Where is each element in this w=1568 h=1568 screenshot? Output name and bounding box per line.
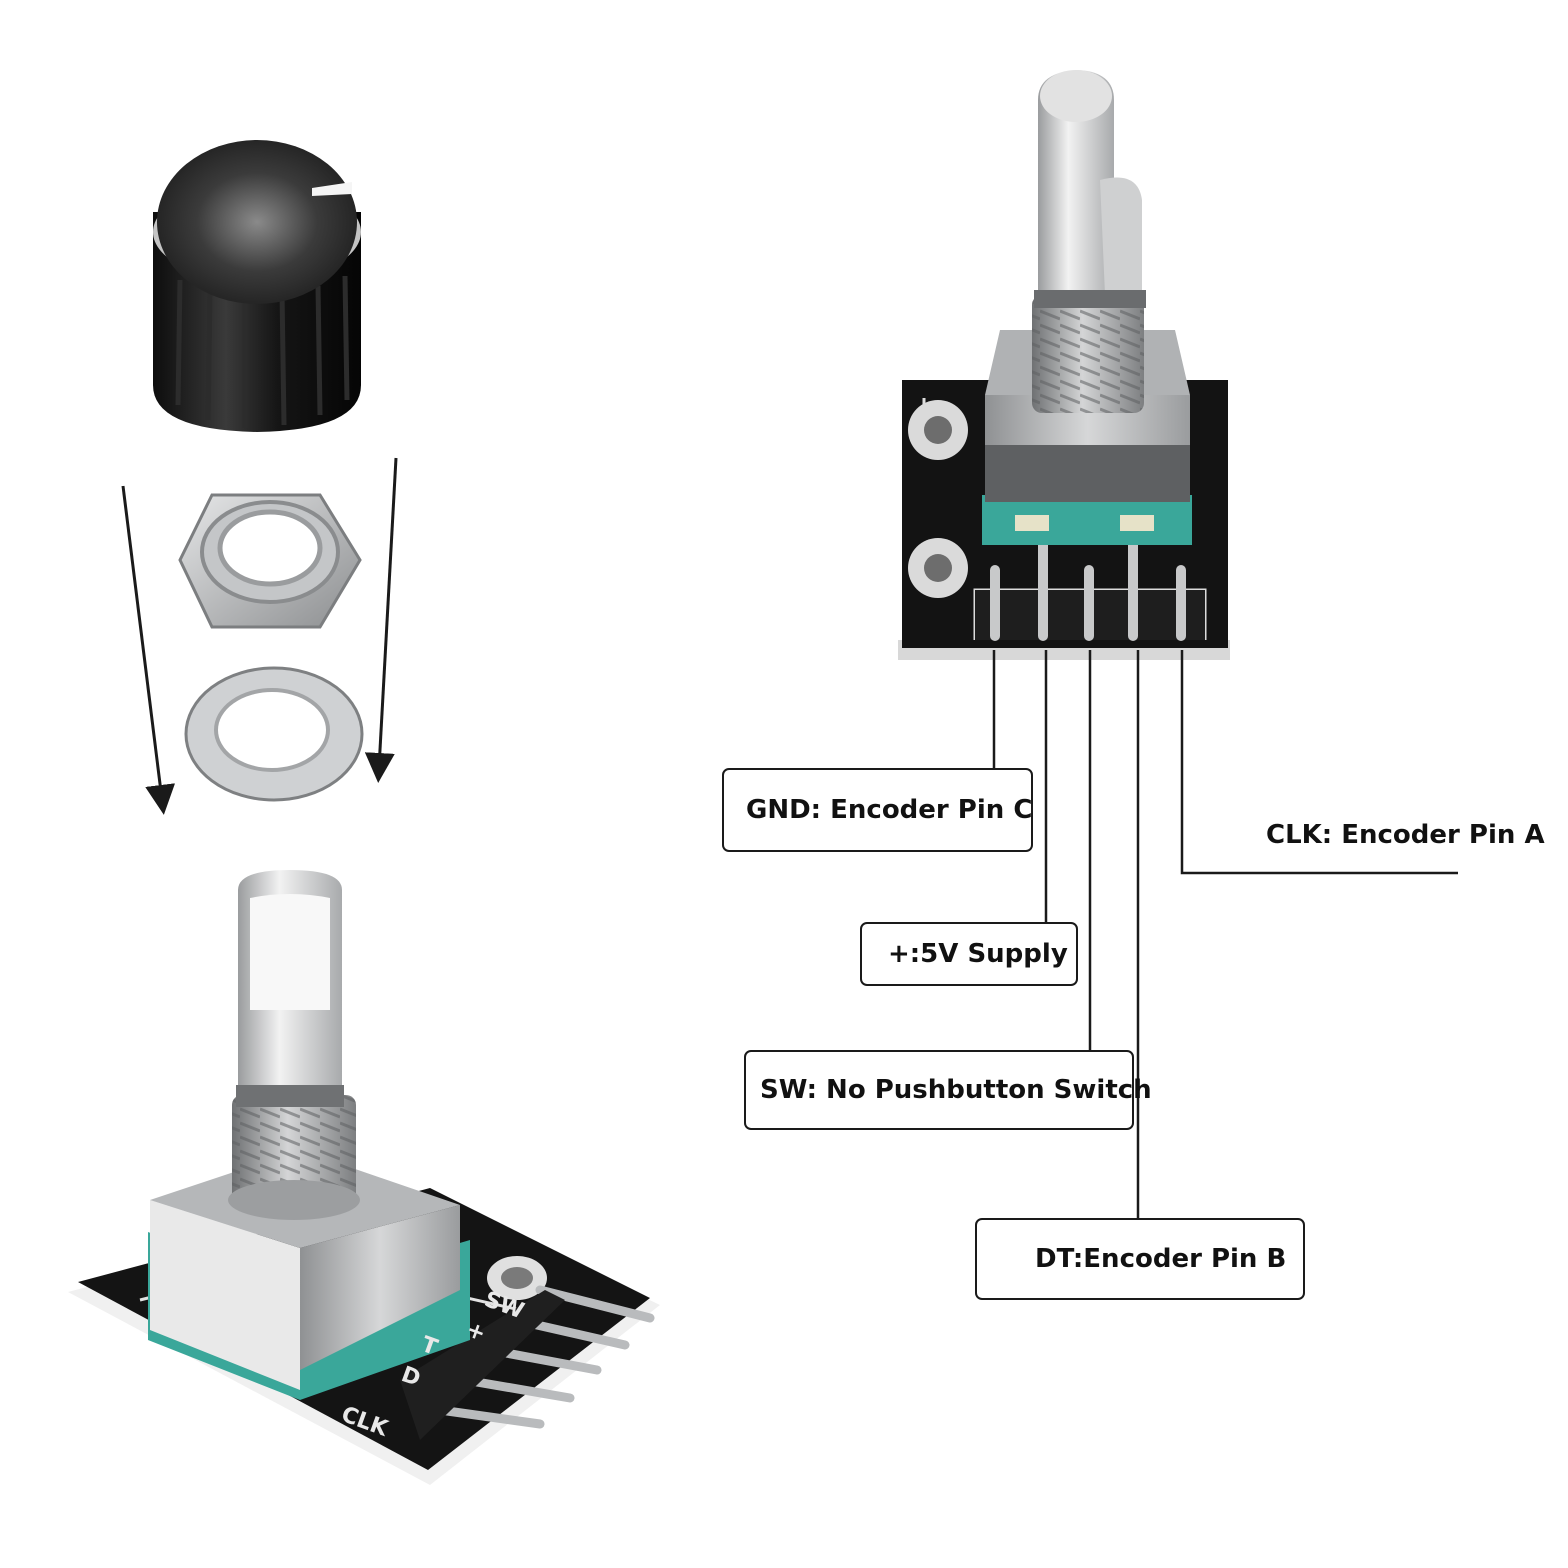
knob-icon: [153, 140, 361, 432]
encoder-module-icon: [898, 70, 1230, 660]
arrow-down-icon: [121, 485, 176, 815]
vcc-pin-label: +:5V Supply: [860, 922, 1078, 986]
sw-pin-label: SW: No Pushbutton Switch: [744, 1050, 1152, 1130]
clk-pin-label: CLK: Encoder Pin A: [1266, 820, 1545, 850]
clk-pin-label-text: CLK: Encoder Pin A: [1266, 820, 1545, 850]
gnd-pin-label: GND: Encoder Pin C: [722, 768, 1033, 852]
clk-leader-line: [1180, 650, 1458, 875]
arrow-down-icon: [364, 457, 398, 783]
pin-leader-lines: [992, 650, 1458, 1218]
vcc-pin-label-text: +:5V Supply: [888, 939, 1068, 969]
encoder-module-icon: CLK D T + SW: [68, 870, 660, 1485]
dt-pin-label-text: DT:Encoder Pin B: [1035, 1244, 1287, 1274]
hex-nut-icon: [178, 493, 362, 629]
sw-pin-label-text: SW: No Pushbutton Switch: [760, 1075, 1152, 1105]
gnd-pin-label-text: GND: Encoder Pin C: [746, 795, 1033, 825]
dt-pin-label: DT:Encoder Pin B: [975, 1218, 1305, 1300]
washer-icon: [184, 666, 364, 802]
